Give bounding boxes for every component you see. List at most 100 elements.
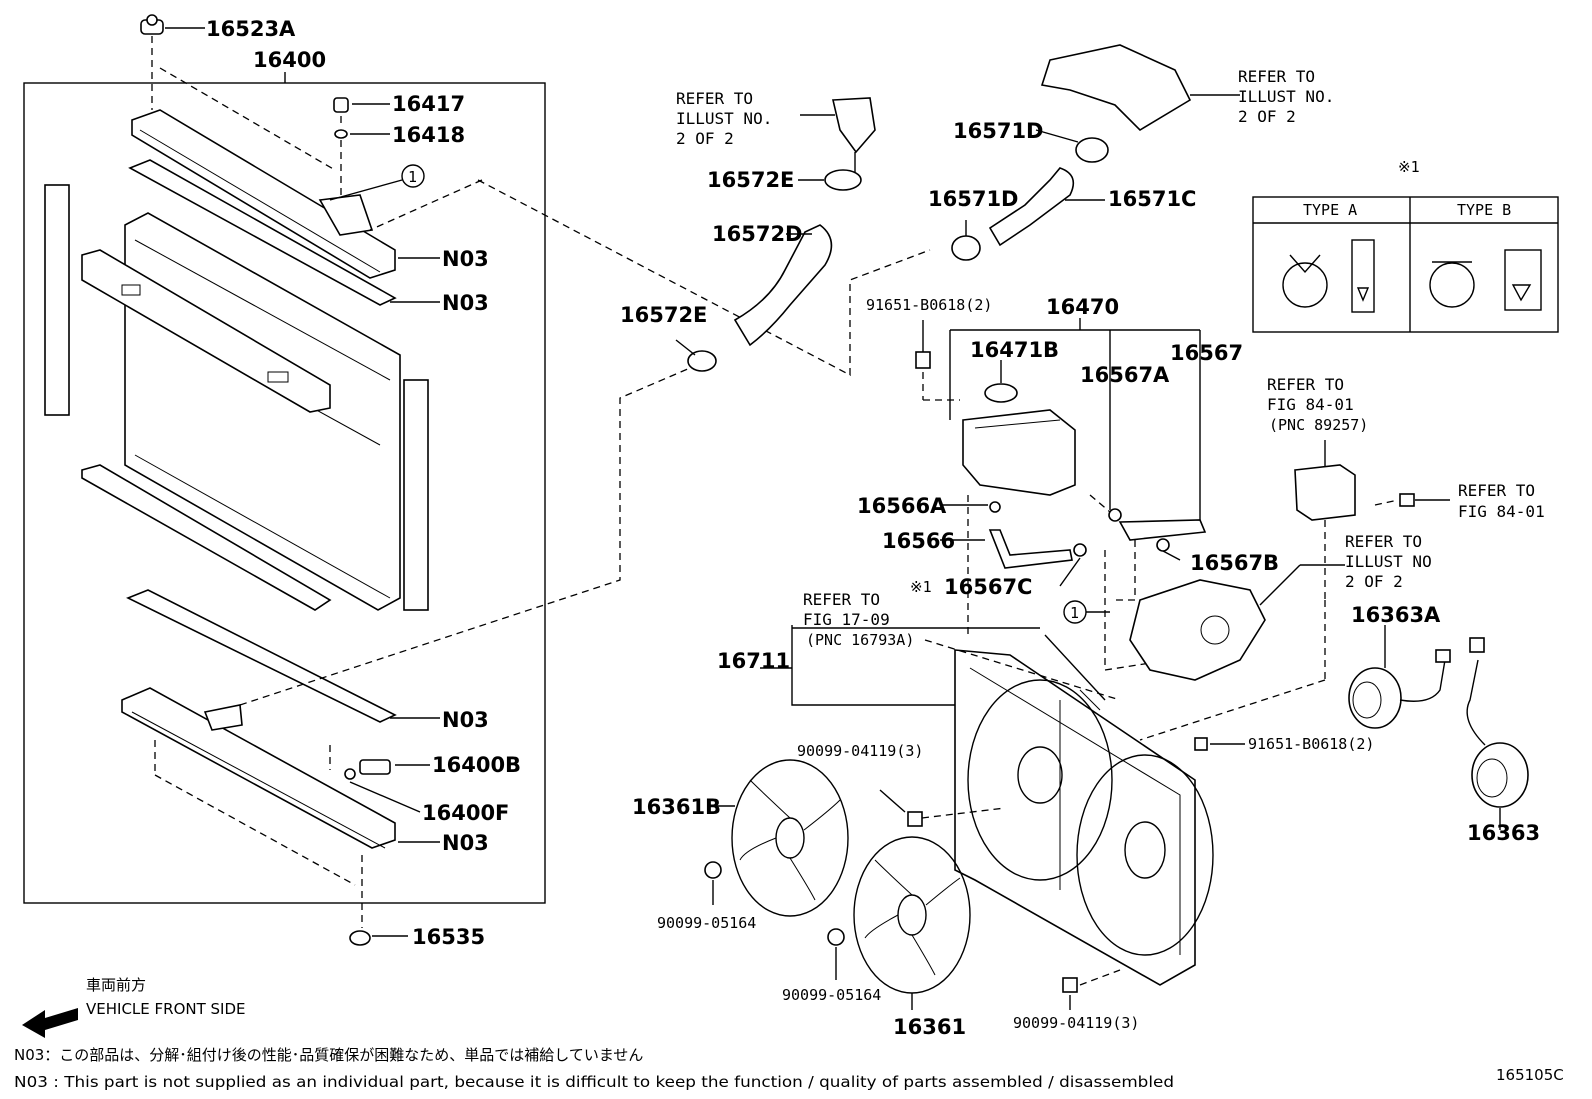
label-16572D: 16572D	[712, 222, 803, 246]
part-labels: 16523A 16400 16417 16418 N03 N03 N03 164…	[206, 17, 1540, 1039]
drain-cock	[329, 745, 430, 813]
label-16417: 16417	[392, 92, 465, 116]
water-inlet-housing	[1129, 564, 1345, 681]
drain-plug	[333, 97, 390, 215]
label-90099-04119-bottom: 90099-04119(3)	[1013, 1014, 1139, 1032]
label-16400: 16400	[253, 48, 326, 72]
label-n03-lower-seal: N03	[442, 708, 489, 732]
label-kome1: ※1	[910, 578, 932, 596]
shroud-bolt-top	[879, 789, 1006, 827]
label-91651-top: 91651-B0618(2)	[866, 296, 992, 314]
label-16567C: 16567C	[944, 575, 1032, 599]
shroud-bolt-bottom	[1062, 969, 1121, 1010]
ref-fig84-box-line3: (PNC 89257)	[1269, 416, 1368, 434]
radiator-group	[23, 14, 546, 946]
label-16566A: 16566A	[857, 494, 947, 518]
label-16571C: 16571C	[1108, 187, 1196, 211]
upper-seal	[128, 159, 397, 306]
label-16470: 16470	[1046, 295, 1119, 319]
label-16711: 16711	[717, 649, 790, 673]
ref-fig84-box-line1: REFER TO	[1267, 375, 1344, 394]
label-n03-upper-seal: N03	[442, 291, 489, 315]
ref-fig84-right-line1: REFER TO	[1458, 481, 1535, 500]
reservoir-tank	[962, 409, 1076, 496]
callout-circle-1-upper: 1	[408, 168, 417, 186]
fan-shroud	[954, 649, 1214, 986]
reservoir-hose-16567	[1118, 519, 1207, 541]
label-16535: 16535	[412, 925, 485, 949]
fan-motor-16363	[1466, 637, 1529, 830]
vehicle-front-arrow-icon	[22, 1008, 78, 1038]
label-90099-05164-left: 90099-05164	[657, 914, 756, 932]
type-table-text: ※1 TYPE A TYPE B	[1303, 158, 1511, 219]
hose-route-upper	[477, 179, 931, 377]
radiator-core	[44, 184, 429, 611]
vehicle-front-jp: 車両前方	[86, 976, 146, 994]
label-16567A: 16567A	[1080, 363, 1170, 387]
hose-clamp-16572E-mid	[675, 339, 717, 372]
vehicle-front-en: VEHICLE FRONT SIDE	[86, 1000, 246, 1018]
label-16567B: 16567B	[1190, 551, 1279, 575]
label-16400B: 16400B	[432, 753, 521, 777]
fan-nut-mid	[827, 928, 845, 980]
hose-clamp-16571D-mid	[951, 220, 981, 261]
radiator-upper-tank	[131, 109, 483, 279]
type-b-header: TYPE B	[1457, 201, 1511, 219]
ref-illust-mid-line2: ILLUST NO	[1345, 552, 1432, 571]
upper-radiator-hose	[733, 224, 833, 347]
ref-illust-mid-line1: REFER TO	[1345, 532, 1422, 551]
ref-illust-left-line1: REFER TO	[676, 89, 753, 108]
figure-id: 165105C	[1496, 1066, 1564, 1084]
label-n03-lower-tank: N03	[442, 831, 489, 855]
label-16566: 16566	[882, 529, 955, 553]
fan-control-module	[1139, 440, 1450, 741]
radiator-lower-tank	[121, 687, 440, 886]
reservoir-cap	[984, 383, 1018, 403]
ref-fig17-line2: FIG 17-09	[803, 610, 890, 629]
hose-clamp-16572E-top	[798, 169, 862, 191]
note-n03-en: N03 : This part is not supplied as an in…	[14, 1073, 1174, 1091]
coolant-hose-16571C	[988, 167, 1075, 247]
label-16572E-top: 16572E	[707, 168, 794, 192]
label-16363: 16363	[1467, 821, 1540, 845]
fan-motor-16363A	[1348, 625, 1451, 729]
hose-clamp-16571D-top	[1035, 129, 1109, 163]
reservoir-bolt	[915, 351, 931, 369]
fan-nut-left	[704, 861, 722, 905]
reservoir-hose-16566	[988, 529, 1073, 569]
clamp-type-table	[1252, 196, 1559, 333]
label-16572E-mid: 16572E	[620, 303, 707, 327]
note-n03-jp: N03：この部品は、分解･組付け後の性能･品質確保が困難なため、単品では補給して…	[14, 1046, 643, 1064]
ref-illust-right-line1: REFER TO	[1238, 67, 1315, 86]
label-16471B: 16471B	[970, 338, 1059, 362]
label-16523A: 16523A	[206, 17, 296, 41]
ref-illust-mid-line3: 2 OF 2	[1345, 572, 1403, 591]
ref-fig84-right-line2: FIG 84-01	[1458, 502, 1545, 521]
callout-circle-1-lower: 1	[1070, 604, 1079, 622]
label-16571D-top: 16571D	[953, 119, 1044, 143]
ref-fig84-box-line2: FIG 84-01	[1267, 395, 1354, 414]
type-a-header: TYPE A	[1303, 201, 1357, 219]
cooling-fan-16361	[853, 836, 971, 1010]
reservoir-clip	[989, 501, 1001, 513]
water-outlet-pipe	[1040, 44, 1240, 132]
label-16418: 16418	[392, 123, 465, 147]
cooling-fan-16361B	[707, 759, 849, 917]
label-90099-04119-top: 90099-04119(3)	[797, 742, 923, 760]
ref-illust-left-line2: ILLUST NO.	[676, 109, 772, 128]
label-91651-right: 91651-B0618(2)	[1248, 735, 1374, 753]
refer-to-notes: REFER TO ILLUST NO. 2 OF 2 REFER TO ILLU…	[676, 67, 1545, 649]
label-90099-05164-mid: 90099-05164	[782, 986, 881, 1004]
clamp-type-b-icon	[1429, 262, 1475, 308]
label-16567: 16567	[1170, 341, 1243, 365]
label-16361: 16361	[893, 1015, 966, 1039]
lower-cushion	[349, 855, 408, 946]
shroud-bolt-right	[1194, 737, 1245, 751]
ref-fig17-line3: (PNC 16793A)	[806, 631, 914, 649]
radiator-drain-cap	[140, 14, 336, 171]
thermostat-housing	[800, 97, 876, 172]
label-16571D-mid: 16571D	[928, 187, 1019, 211]
ref-illust-right-line3: 2 OF 2	[1238, 107, 1296, 126]
label-16400F: 16400F	[422, 801, 509, 825]
